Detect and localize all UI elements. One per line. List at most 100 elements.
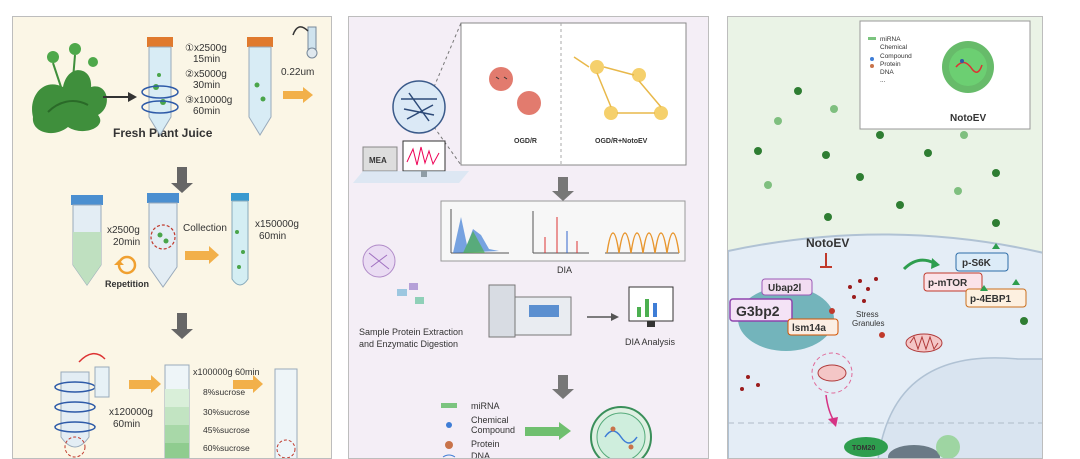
proteomics-panel: MEA OGD/R OGD/R+NotoEV DIA Sample Protei… (348, 16, 709, 459)
sucrose-layer-label: 60%sucrose (203, 443, 250, 453)
cargo-legend-item: Compound (471, 425, 515, 435)
speed-line: 30min (193, 80, 220, 91)
centrifuge-tube-4 (147, 193, 179, 288)
ultracentrifuge-tube (54, 353, 110, 458)
plant-label: Fresh Plant Juice (113, 126, 213, 140)
p-s6k-badge (955, 252, 1009, 272)
dia-label: DIA (557, 265, 572, 275)
p-mtor-label: p-mTOR (928, 278, 968, 289)
legend-item: Compound (880, 53, 912, 60)
extracellular-vesicle-icon (590, 406, 652, 458)
mirna-icon (441, 403, 457, 408)
mitochondrion-icon (905, 333, 943, 353)
stress-granules-line: Stress (856, 310, 879, 319)
orange-arrow-icon (129, 375, 161, 393)
mea-device: MEA (362, 146, 398, 172)
arrow-down-icon (171, 167, 193, 193)
chromatogram-icon (450, 209, 509, 254)
speed-line: ③x10000g (185, 95, 232, 106)
protein-icon (445, 441, 453, 449)
healthy-neuron-icon (573, 56, 668, 120)
isolation-panel: Fresh Plant Juice ①x2500g 15min ②x5000g … (12, 16, 332, 459)
p-s6k-label: p-S6K (962, 258, 992, 269)
ms-spectrum-icon (532, 211, 589, 254)
centrifuge-tube-2 (247, 37, 273, 136)
p-4ebp1-badge (965, 288, 1027, 308)
legend-item: Protein (880, 61, 901, 68)
damaged-cell-icon (489, 67, 541, 115)
sucrose-layer-label: 8%sucrose (203, 387, 245, 397)
gradient-title: x100000g 60min (193, 367, 260, 377)
mea-label: MEA (369, 156, 387, 165)
ubap2l-label: Ubap2l (768, 283, 802, 294)
neuron-network-icon (392, 80, 446, 134)
filter-label: 0.22um (281, 67, 314, 78)
speed-line: 60min (113, 419, 140, 430)
orange-arrow-icon (185, 246, 219, 264)
speed-line: x120000g (109, 407, 153, 418)
arrow-down-icon (552, 177, 574, 201)
speed-line: ②x5000g (185, 69, 227, 80)
mass-spectrometer-icon (488, 284, 572, 338)
mitochondria-bottom-icon (888, 435, 960, 458)
step1-speeds: ①x2500g 15min ②x5000g 30min ③x10000g 60m… (185, 43, 232, 117)
compound-icon (870, 57, 874, 61)
arrow-down-icon (171, 313, 193, 339)
analysis-monitor-icon (628, 286, 674, 327)
repetition-label: Repetition (105, 279, 149, 289)
centrifuge-tube-3 (71, 195, 103, 286)
speed-line: 20min (113, 237, 140, 248)
arrow-right-icon (103, 92, 137, 102)
orange-arrow-icon (283, 87, 313, 103)
overlapping-peaks-icon (605, 232, 680, 254)
mechanism-panel: miRNA Chemical Compound Protein DNA ... … (727, 16, 1043, 459)
ogdr-cell-box (460, 22, 687, 166)
speed-line: 60min (259, 231, 286, 242)
cargo-legend: miRNA Chemical Compound Protein DNA (441, 401, 515, 459)
stress-granule-complex: Ubap2l G3bp2 lsm14a (729, 278, 839, 351)
p-4ebp1-label: p-4EBP1 (970, 294, 1012, 305)
nucleus (877, 357, 1042, 458)
syringe-filter-icon (292, 26, 318, 59)
sample-protein-icon (362, 244, 424, 304)
stress-granule-dots (740, 277, 878, 391)
floating-vesicles (754, 87, 1000, 227)
repetition-cycle-icon (114, 255, 137, 275)
isolation-diagram: Fresh Plant Juice ①x2500g 15min ②x5000g … (32, 26, 318, 458)
sample-label-line: and Enzymatic Digestion (359, 339, 458, 349)
speed-line: 60min (193, 106, 220, 117)
mechanism-diagram: miRNA Chemical Compound Protein DNA ... … (728, 17, 1042, 458)
collection-label: Collection (183, 223, 227, 234)
cargo-legend-item: DNA (471, 451, 490, 459)
p-mtor-badge (923, 272, 983, 292)
cargo-legend-item: Protein (471, 439, 500, 449)
tom20-label: TOM20 (852, 445, 875, 452)
cargo-legend-item: Chemical (471, 415, 509, 425)
ogdr-label: OGD/R (514, 138, 537, 145)
speed-line: x150000g (255, 219, 299, 230)
up-arrow-icon (992, 243, 1000, 249)
monitor-icon (402, 140, 446, 177)
speed-line: 15min (193, 54, 220, 65)
notoev-vesicle-icon (942, 41, 994, 93)
speed-line: ①x2500g (185, 43, 227, 54)
cargo-legend-item: miRNA (471, 401, 500, 411)
sucrose-gradient-tube (164, 364, 190, 458)
sample-label-line: Sample Protein Extraction (359, 327, 463, 337)
stress-granules-line: Granules (852, 319, 884, 328)
green-arrow-icon (525, 422, 571, 440)
notoev-legend: miRNA Chemical Compound Protein DNA ... (868, 36, 912, 84)
ubap2l-badge (761, 278, 813, 296)
final-tube (274, 368, 298, 458)
lsm14a-badge (787, 318, 839, 336)
speed-line: x2500g (107, 225, 140, 236)
chemical-icon (446, 422, 452, 428)
arrow-right-icon (587, 313, 619, 321)
sucrose-layer-label: 30%sucrose (203, 407, 250, 417)
arrow-down-icon (552, 375, 574, 399)
orange-arrow-icon (233, 375, 263, 393)
lsm14a-label: lsm14a (792, 323, 826, 334)
tom20-badge: TOM20 (844, 437, 888, 457)
legend-item: miRNA (880, 36, 901, 43)
up-arrow-icon (1012, 279, 1020, 285)
